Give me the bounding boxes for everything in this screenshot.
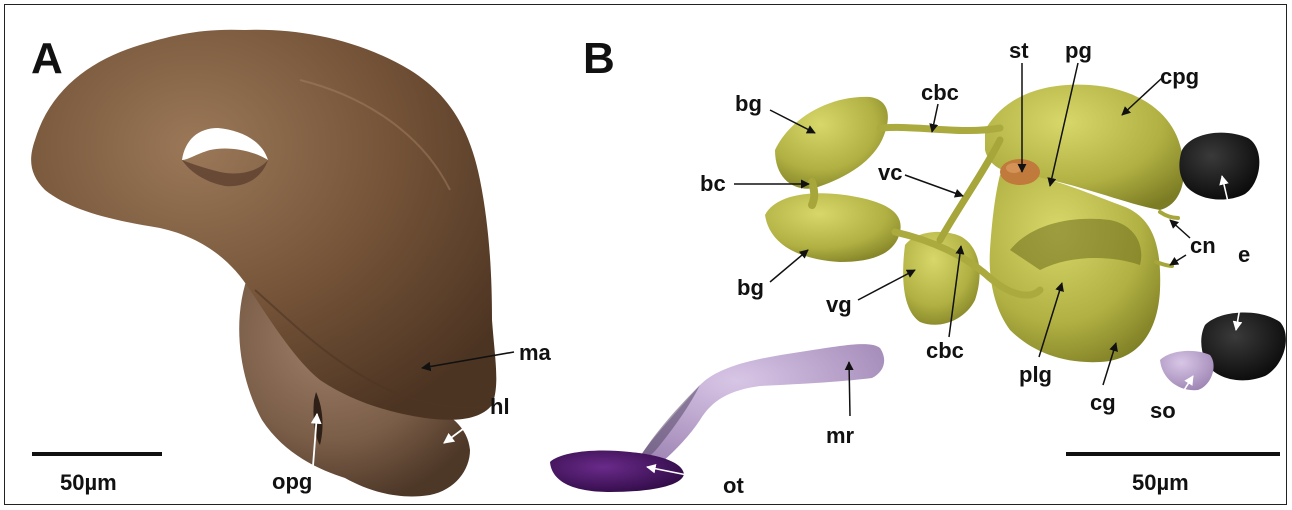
label-vg: vg [826, 292, 852, 317]
scale-label-a: 50µm [60, 470, 117, 495]
arrow-cn-2 [1170, 255, 1186, 265]
label-pg: pg [1065, 38, 1092, 63]
label-so: so [1150, 398, 1176, 423]
label-plg: plg [1019, 362, 1052, 387]
label-cg: cg [1090, 390, 1116, 415]
label-vc: vc [878, 160, 902, 185]
panel-a: A ma hl opg 50µm [31, 30, 552, 497]
eye-upper [1179, 133, 1259, 200]
label-cbc-top: cbc [921, 80, 959, 105]
buccal-ganglion-top [775, 97, 888, 189]
label-e: e [1238, 242, 1250, 267]
label-opg: opg [272, 469, 312, 494]
cerebro-buccal-connective-top [880, 127, 1000, 130]
label-bg-bottom: bg [737, 275, 764, 300]
scale-label-b: 50µm [1132, 470, 1189, 495]
label-ma: ma [519, 340, 552, 365]
label-st: st [1009, 38, 1029, 63]
visceral-connective [940, 140, 1000, 240]
buccal-ganglion-bottom [765, 193, 901, 262]
statocyst-highlight [1006, 163, 1022, 173]
label-hl: hl [490, 394, 510, 419]
arrow-bg-bottom [770, 250, 808, 282]
statocyst [1000, 159, 1040, 185]
label-ot: ot [723, 473, 744, 498]
label-mr: mr [826, 423, 855, 448]
label-bg-top: bg [735, 91, 762, 116]
panel-b: B [550, 34, 1286, 498]
arrow-cn-1 [1170, 220, 1190, 238]
arrow-mr [849, 362, 850, 416]
label-cn: cn [1190, 233, 1216, 258]
cerebral-nerve [1160, 212, 1178, 218]
buccal-commissure [812, 182, 814, 205]
arrow-vc [905, 175, 963, 196]
label-cpg: cpg [1160, 64, 1199, 89]
eye-lower [1201, 313, 1286, 381]
panel-letter-a: A [31, 34, 63, 83]
panel-letter-b: B [583, 34, 615, 83]
label-cbc-bottom: cbc [926, 338, 964, 363]
label-bc: bc [700, 171, 726, 196]
